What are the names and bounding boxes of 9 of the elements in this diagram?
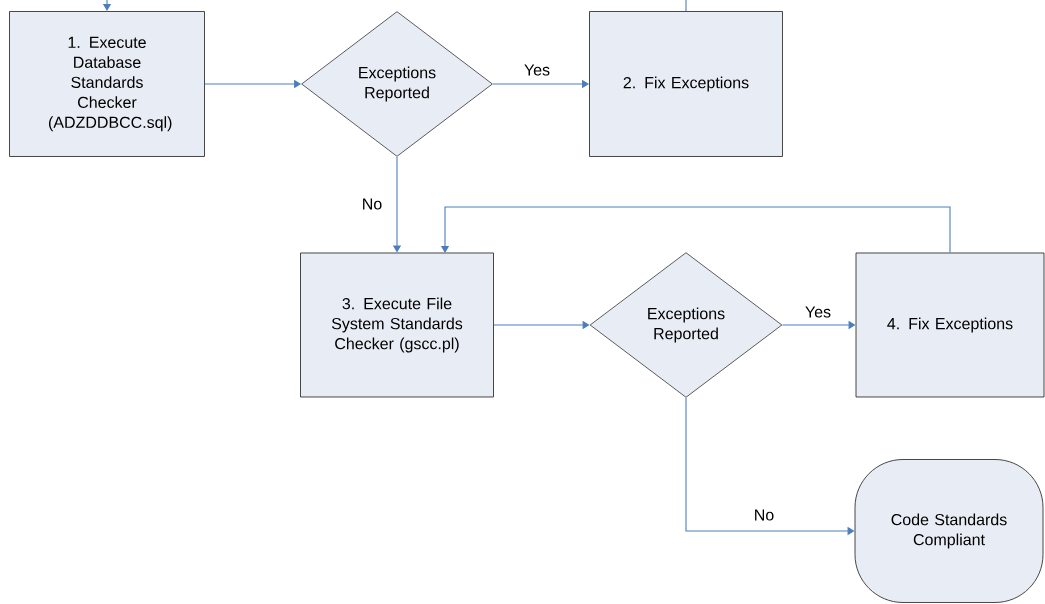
edge-label: Yes (522, 63, 552, 77)
edge-label: Yes (803, 305, 833, 319)
process-box: 4. Fix Exceptions (855, 252, 1045, 398)
process-box: 1. Execute Database Standards Checker (ADZDDBCC.sql) (9, 11, 205, 157)
process-box: 3. Execute File System Standards Checker (gscc.pl) (300, 252, 494, 398)
terminal-box: Code Standards Compliant (854, 459, 1044, 603)
edge-label: No (752, 508, 776, 522)
process-box: 2. Fix Exceptions (589, 11, 783, 157)
edge-label: No (360, 197, 384, 211)
